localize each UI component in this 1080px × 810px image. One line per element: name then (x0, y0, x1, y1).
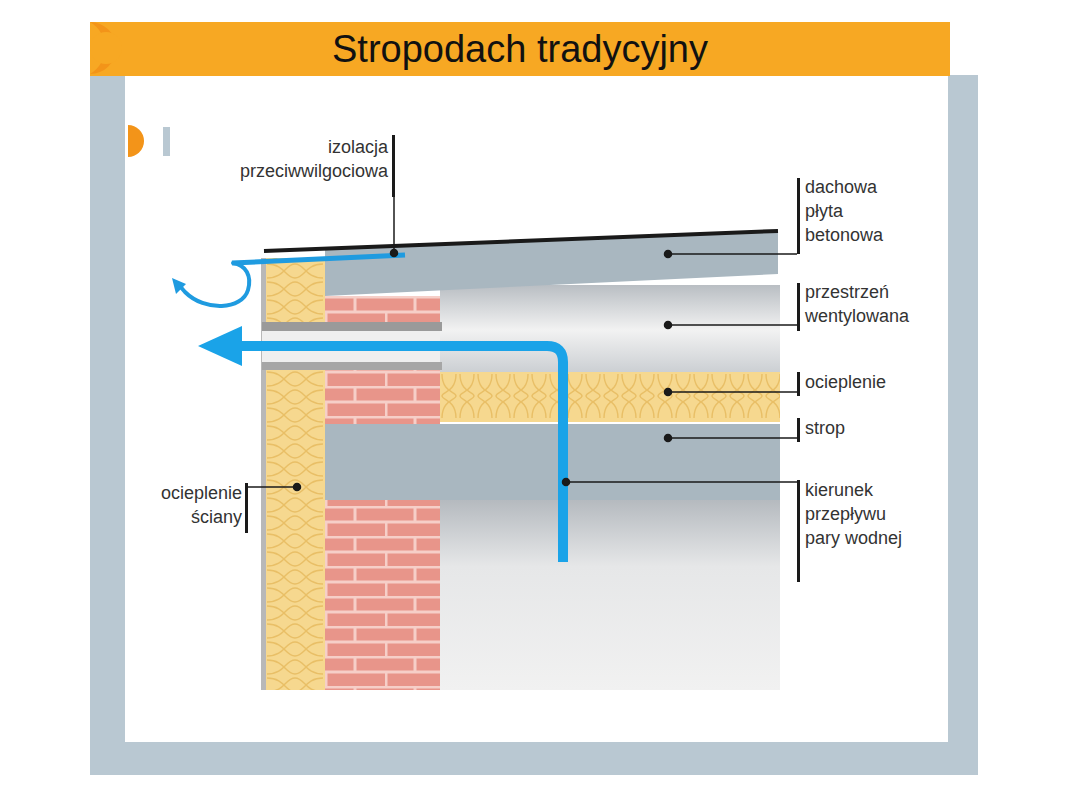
label-bar (797, 480, 800, 582)
leader-line (566, 481, 797, 483)
part-label: ocieplenie ściany (127, 482, 242, 530)
frame (90, 75, 978, 775)
grey-mark (163, 127, 170, 156)
vent-lintel (262, 322, 442, 331)
ventilated-space (440, 285, 780, 375)
leader-dot (391, 250, 398, 257)
label-bar (797, 283, 800, 331)
ceiling-insulation (440, 372, 780, 422)
leader-line (668, 324, 797, 326)
ceiling-slab (325, 424, 780, 500)
vapour-flow-arrow (238, 346, 563, 562)
panel (125, 75, 948, 742)
leader-dot (665, 322, 672, 329)
leader-dot (294, 484, 301, 491)
leader-line (668, 253, 797, 255)
leader-dot (665, 389, 672, 396)
title: Stropodach tradycyjny (90, 22, 950, 76)
orange-mark (128, 125, 144, 157)
gutter-tip (172, 278, 186, 294)
leader-dot (563, 479, 570, 486)
leader-line (393, 195, 395, 250)
arrow-head (198, 326, 242, 366)
room (440, 500, 780, 690)
label-bar (797, 178, 800, 254)
band-dot (90, 32, 122, 64)
leader-line (247, 486, 297, 488)
roof-membrane (264, 231, 778, 251)
part-label: kierunek przepływu pary wodnej (805, 479, 915, 551)
leader-dot (665, 251, 672, 258)
gutter (178, 263, 249, 306)
label-bar (392, 135, 395, 197)
label-bar (245, 483, 248, 533)
leader-dot (665, 435, 672, 442)
label-bar (797, 418, 800, 442)
leader-line (668, 391, 797, 393)
damp-proofing (232, 255, 405, 263)
part-label: izolacja przeciwwilgociowa (198, 136, 388, 184)
part-label: ocieplenie (805, 371, 935, 395)
part-label: przestrzeń wentylowana (805, 281, 940, 329)
leader-line (668, 437, 797, 439)
part-label: strop (805, 417, 935, 441)
part-label: dachowa płyta betonowa (805, 176, 915, 248)
vent-sill (262, 362, 442, 370)
label-bar (797, 372, 800, 396)
title-band (90, 22, 950, 76)
